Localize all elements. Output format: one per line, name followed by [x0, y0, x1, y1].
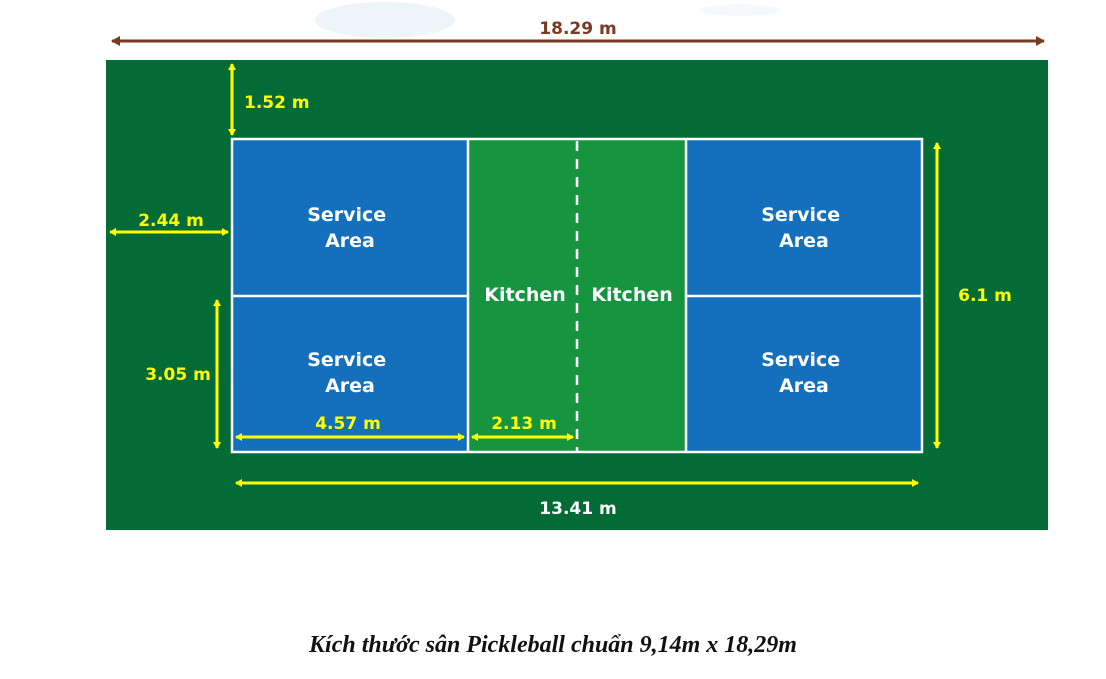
- faded-logo-decoration: [315, 2, 780, 38]
- kitchen-right: [577, 139, 686, 452]
- court-width-label: 6.1 m: [958, 286, 1012, 306]
- service-area-right-bottom: [686, 296, 922, 452]
- kitchen-label-left: Kitchen: [484, 284, 566, 306]
- service-area-label-left-bottom: Service Area: [307, 349, 393, 397]
- figure-caption: Kích thước sân Pickleball chuẩn 9,14m x …: [309, 632, 797, 658]
- service-area-left-bottom: [232, 296, 468, 452]
- half-width-label: 3.05 m: [145, 365, 211, 385]
- margin-top-label: 1.52 m: [244, 93, 310, 113]
- margin-left-label: 2.44 m: [138, 211, 204, 231]
- service-length-label: 4.57 m: [315, 414, 381, 434]
- service-area-right-top: [686, 139, 922, 296]
- court-length-label: 13.41 m: [539, 499, 616, 519]
- service-area-label-right-bottom: Service Area: [761, 349, 847, 397]
- service-area-left-top: [232, 139, 468, 296]
- service-area-label-right-top: Service Area: [761, 204, 847, 252]
- kitchen-left: [468, 139, 577, 452]
- kitchen-length-label: 2.13 m: [491, 414, 557, 434]
- service-area-label-left-top: Service Area: [307, 204, 393, 252]
- kitchen-label-right: Kitchen: [591, 284, 673, 306]
- total-length-label: 18.29 m: [539, 19, 616, 39]
